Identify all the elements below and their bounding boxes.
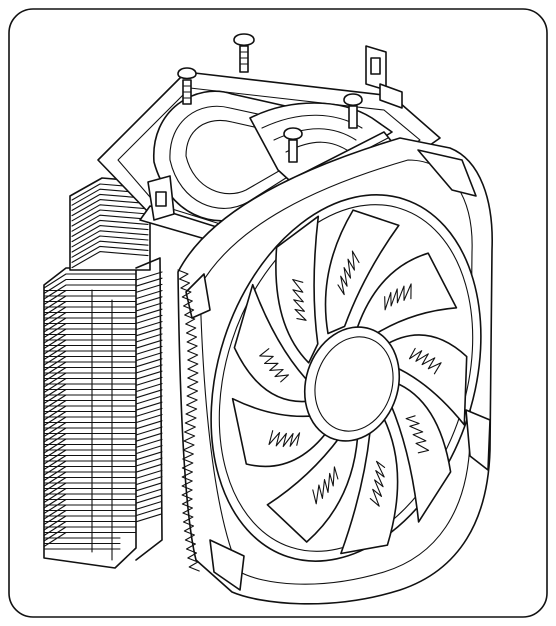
retention-clip	[365, 45, 403, 109]
mounting-screw	[343, 93, 363, 129]
fan-blade	[275, 215, 320, 364]
fan-blade	[231, 397, 329, 468]
mounting-screw	[283, 127, 303, 163]
cooling-fan	[177, 137, 493, 605]
frame-border	[8, 8, 548, 618]
fan-blade	[233, 283, 310, 403]
fan-blade	[266, 435, 359, 543]
fan-blade	[382, 334, 468, 426]
mounting-screw	[233, 33, 255, 73]
fan-blade	[340, 417, 399, 555]
fan-blade	[324, 209, 400, 335]
mounting-screw	[177, 67, 197, 105]
fan-frame-serration	[177, 269, 200, 572]
heatsink-fin-stack	[43, 177, 163, 569]
